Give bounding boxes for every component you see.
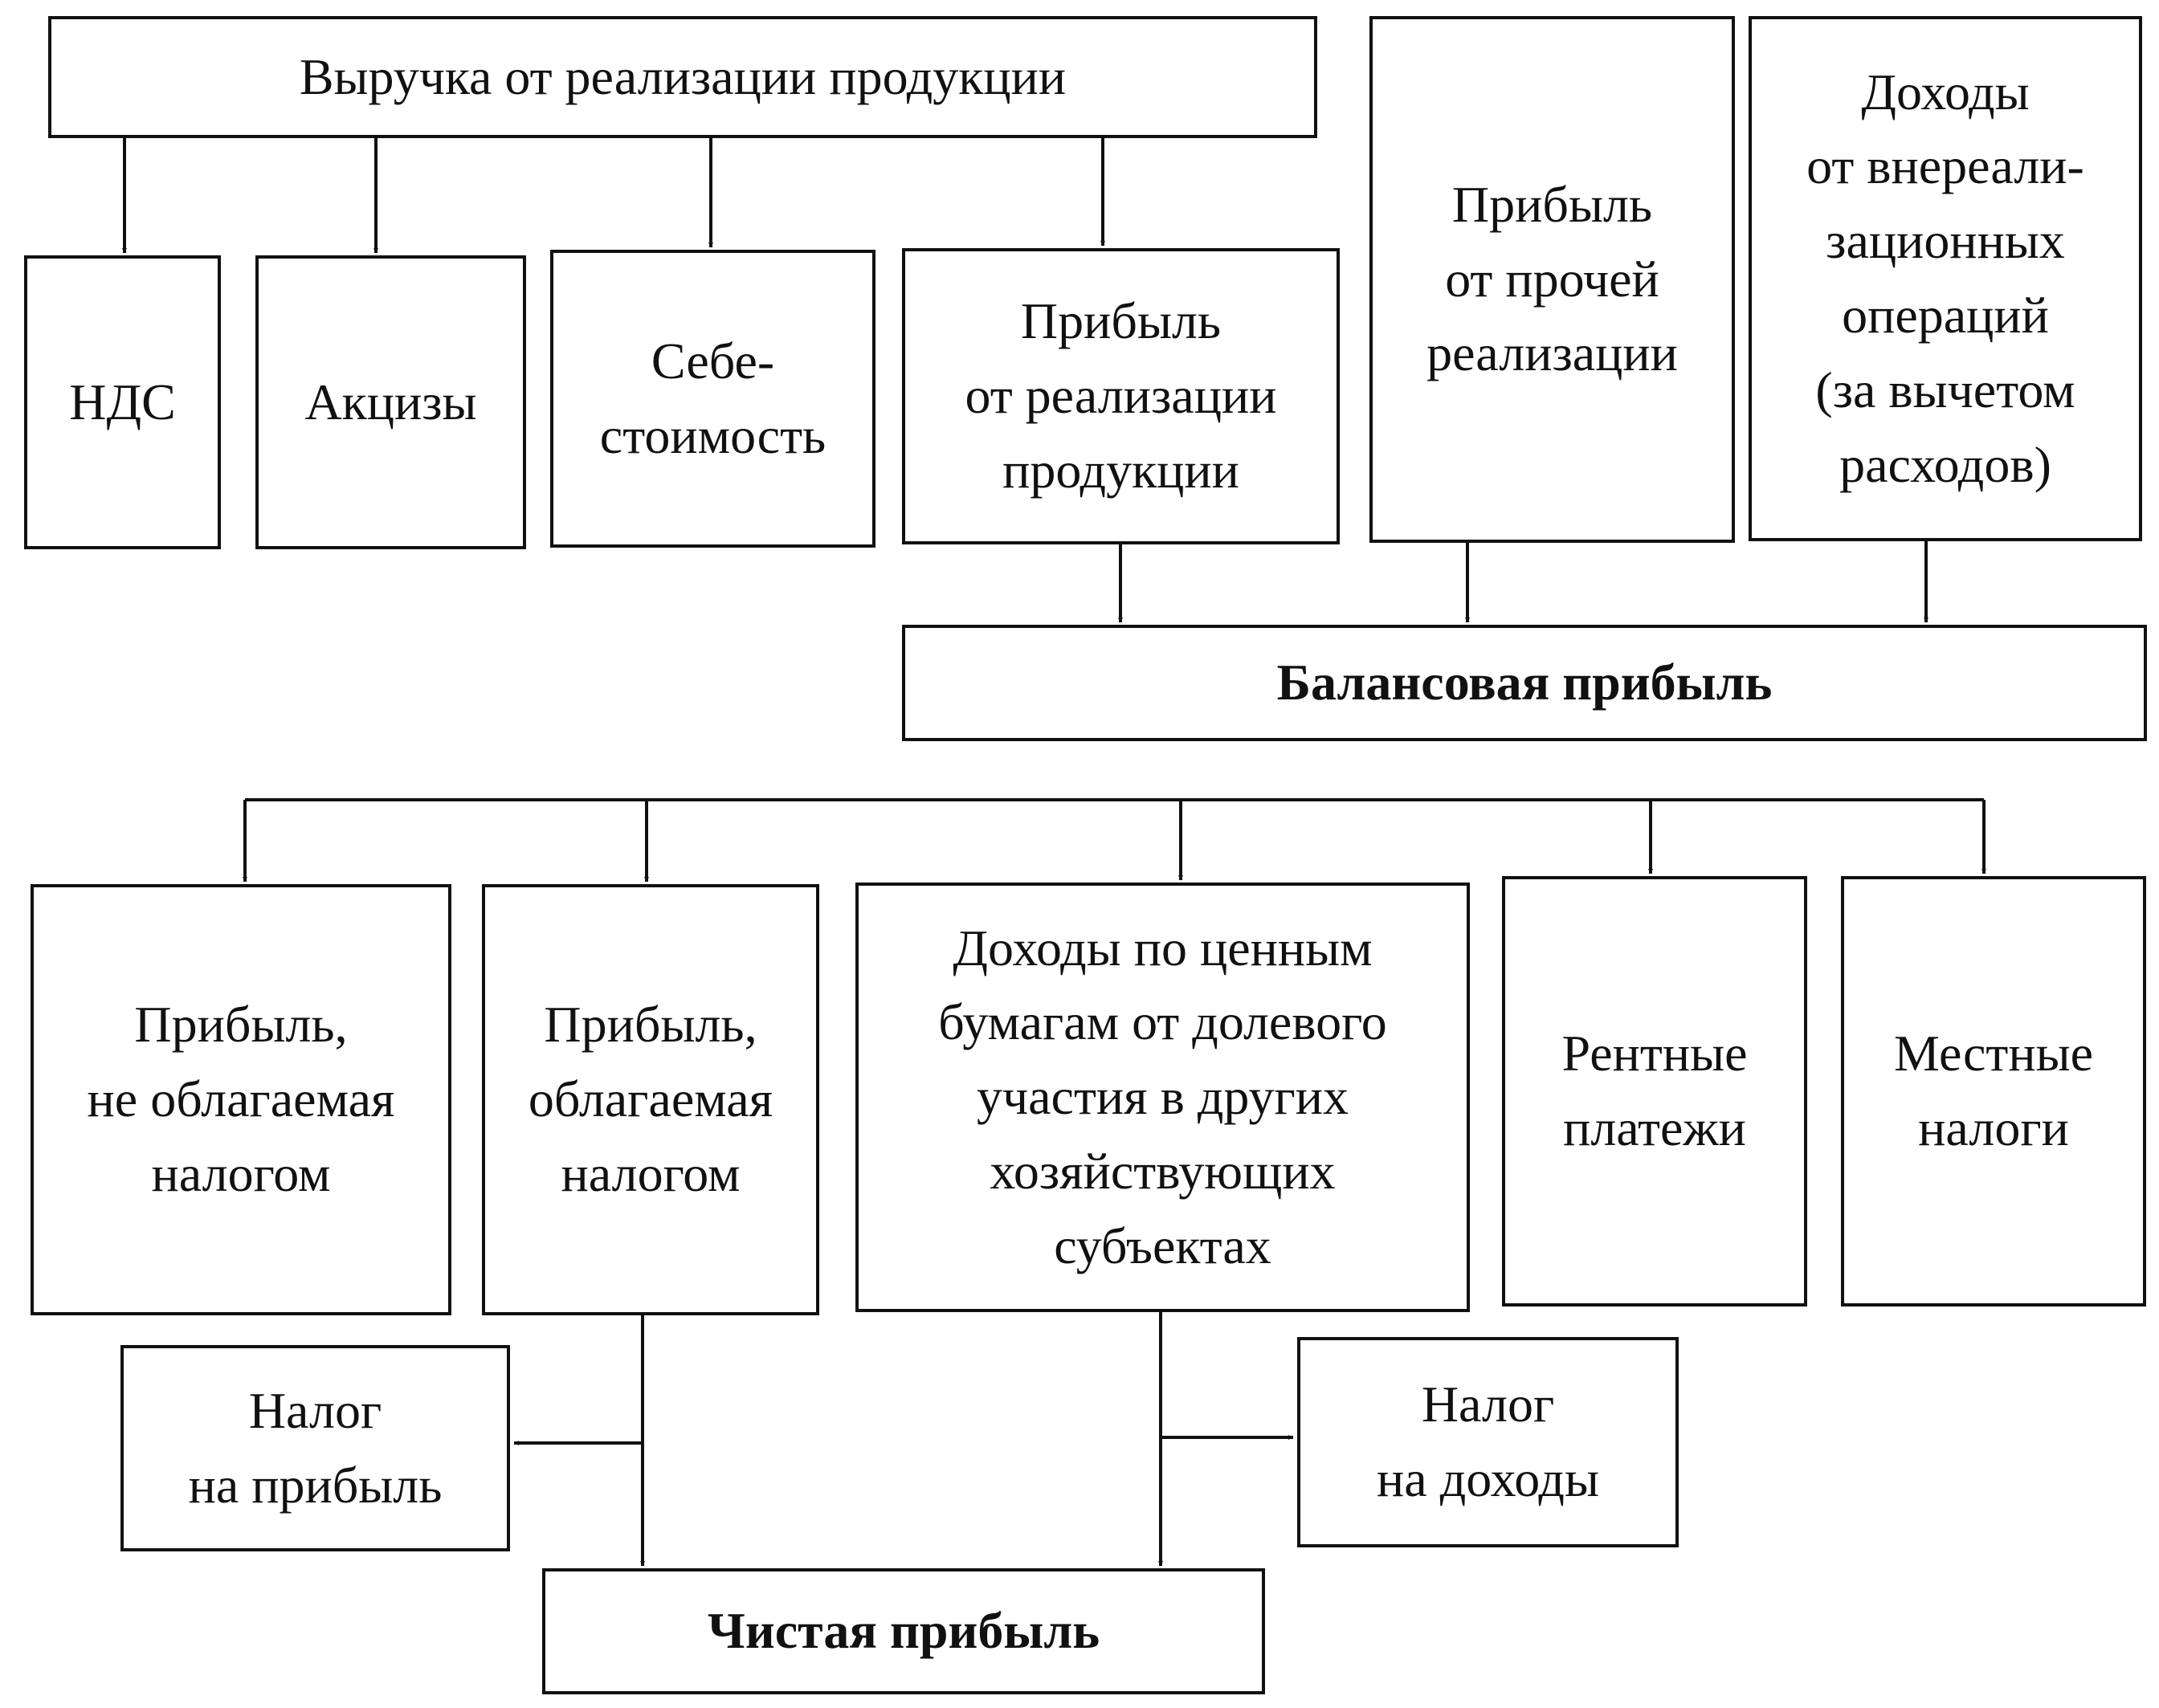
excise-box: Акцизы <box>255 255 526 549</box>
securities-income-box: Доходы по ценным бумагам от долевого уча… <box>855 883 1470 1312</box>
rent-box: Рентные платежи <box>1502 876 1807 1306</box>
income-tax-box: Налог на доходы <box>1297 1337 1679 1547</box>
revenue-box: Выручка от реализации продукции <box>48 16 1317 138</box>
local-taxes-box: Местные налоги <box>1841 876 2146 1306</box>
nonsales-income-box: Доходы от внереали- зационных операций (… <box>1749 16 2142 541</box>
balance-profit-box: Балансовая прибыль <box>902 625 2147 741</box>
untaxed-profit-box: Прибыль, не облагаемая налогом <box>31 884 451 1315</box>
sales-profit-box: Прибыль от реализации продукции <box>902 248 1340 544</box>
net-profit-box: Чистая прибыль <box>542 1568 1265 1694</box>
taxed-profit-box: Прибыль, облагаемая налогом <box>482 884 819 1315</box>
vat-box: НДС <box>24 255 221 549</box>
profit-tax-box: Налог на прибыль <box>120 1345 510 1551</box>
cost-box: Себе- стоимость <box>550 250 875 548</box>
other-profit-box: Прибыль от прочей реализации <box>1369 16 1735 543</box>
